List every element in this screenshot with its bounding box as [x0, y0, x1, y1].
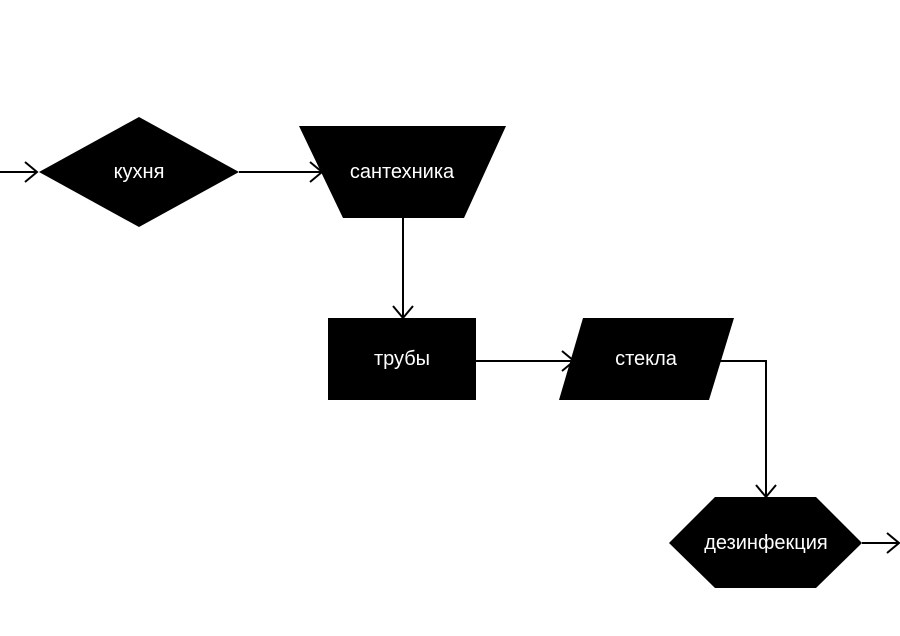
hexagon-shape [669, 497, 862, 588]
edge-glass-to-disinfection [719, 360, 777, 499]
diamond-shape [39, 117, 239, 227]
node-pipes: трубы [328, 318, 476, 400]
edge-disinfection-to-exit [862, 532, 900, 554]
node-plumbing-label: сантехника [350, 161, 455, 183]
node-plumbing: сантехника [299, 126, 506, 218]
edge-kitchen-to-plumbing [239, 161, 324, 183]
node-pipes-label: трубы [374, 348, 430, 370]
node-disinfection-label: дезинфекция [704, 532, 828, 554]
trapezoid-shape [299, 126, 506, 218]
node-kitchen: кухня [39, 117, 239, 227]
node-glass: стекла [559, 318, 734, 400]
parallelogram-shape [559, 318, 734, 400]
rectangle-shape [328, 318, 476, 400]
edge-plumbing-to-pipes [392, 218, 414, 320]
edge-pipes-to-glass [476, 350, 576, 372]
node-glass-label: стекла [615, 348, 678, 370]
node-kitchen-label: кухня [114, 161, 165, 183]
edge-entry-to-kitchen [0, 161, 39, 183]
node-disinfection: дезинфекция [669, 497, 862, 588]
